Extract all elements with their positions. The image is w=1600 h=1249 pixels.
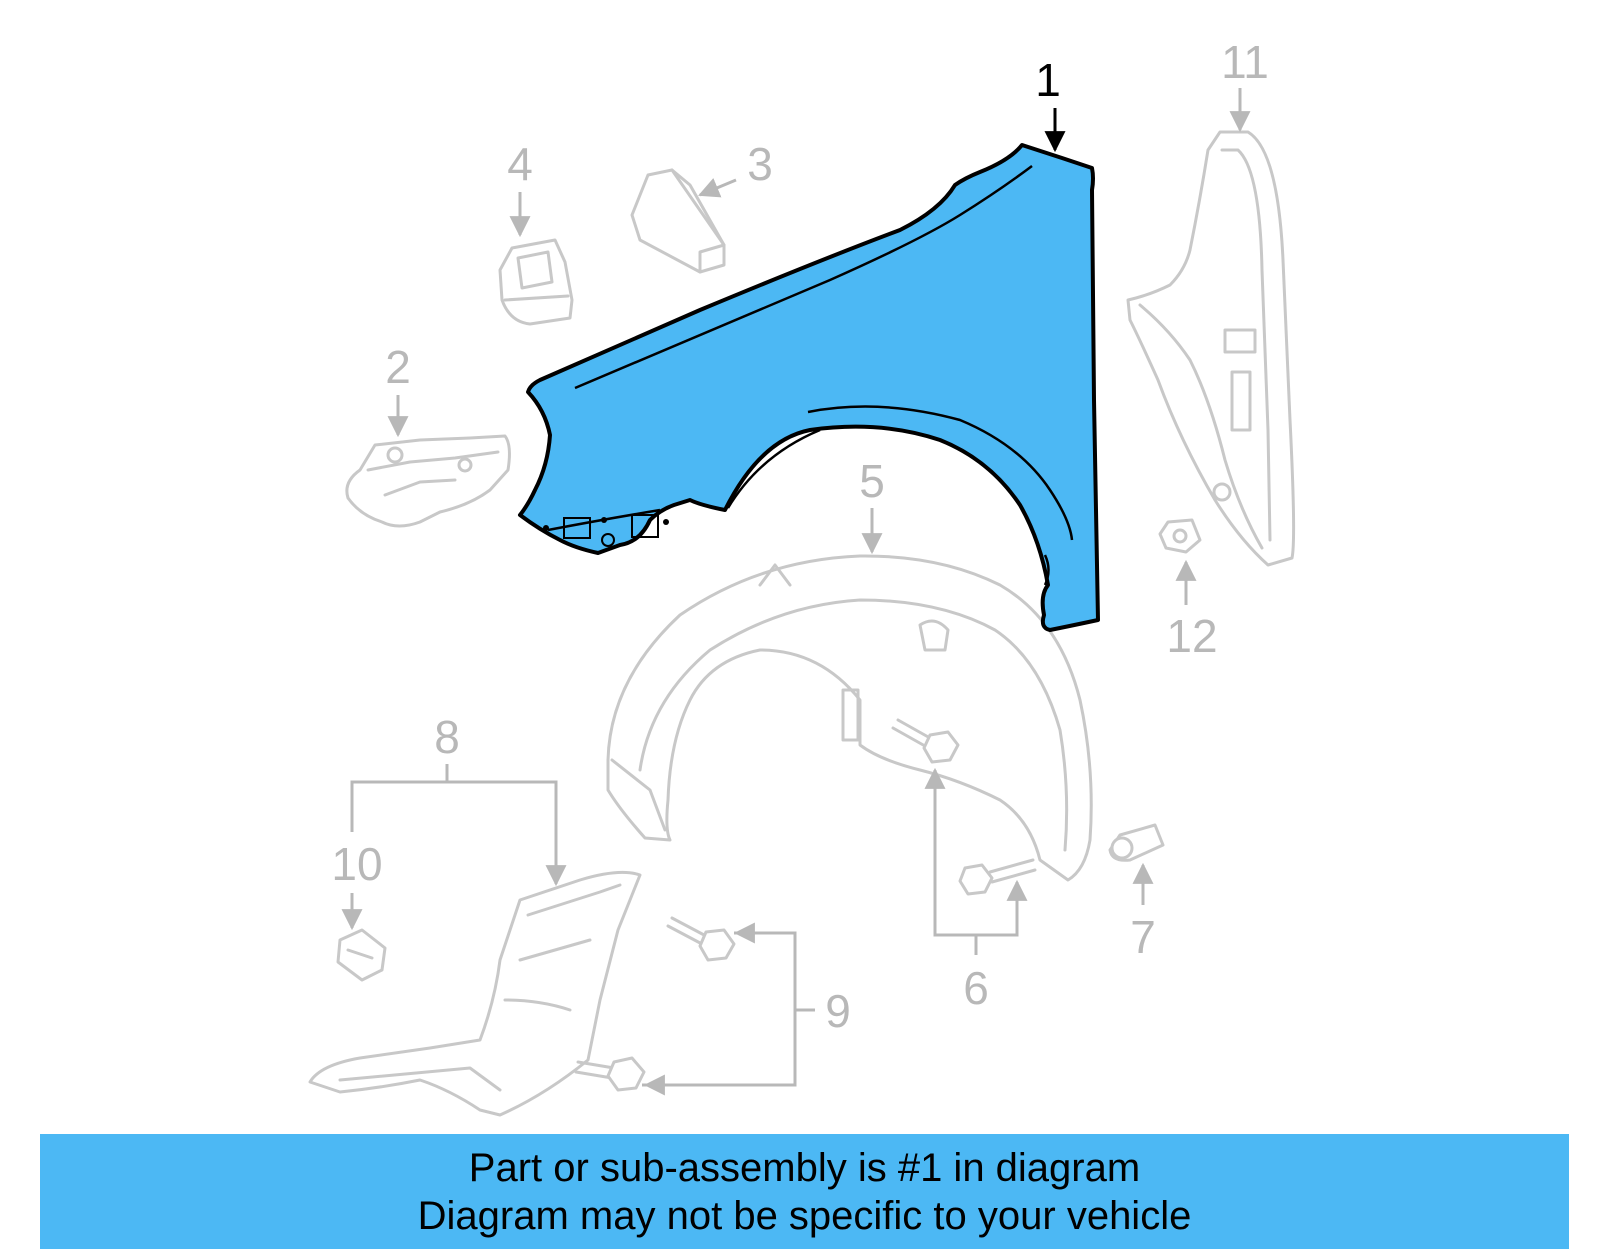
part-9-bolt-upper (666, 916, 736, 962)
callout-8: 8 (434, 711, 460, 763)
banner-line-2: Diagram may not be specific to your vehi… (417, 1194, 1192, 1238)
part-8-shield (308, 870, 642, 1117)
part-4-bracket (498, 238, 574, 326)
callout-9: 9 (825, 985, 851, 1037)
part-10-clip (336, 928, 387, 982)
part-12-clip (1158, 518, 1202, 554)
leader-3 (698, 178, 737, 198)
callout-3: 3 (747, 138, 773, 190)
callout-4: 4 (507, 138, 533, 190)
part-11-panel (1126, 130, 1296, 567)
callout-5: 5 (859, 455, 885, 507)
callout-6: 6 (963, 962, 989, 1014)
callout-11: 11 (1221, 36, 1269, 88)
info-banner: Part or sub-assembly is #1 in diagram Di… (40, 1134, 1569, 1249)
banner-line-1: Part or sub-assembly is #1 in diagram (468, 1146, 1141, 1190)
part-7-clip (1108, 823, 1165, 862)
part-2-bracket (345, 434, 511, 528)
part-9-bolt-lower (574, 1056, 646, 1092)
leader-8-bracket (350, 780, 558, 882)
callout-12: 12 (1166, 610, 1217, 662)
callout-7: 7 (1130, 911, 1156, 963)
part-6-bolt-lower (958, 858, 1037, 896)
callout-1: 1 (1035, 54, 1061, 106)
part-6-bolt-upper (891, 718, 960, 764)
callout-2: 2 (385, 341, 411, 393)
callout-10: 10 (331, 838, 382, 890)
part-5-liner (606, 554, 1093, 882)
part-1-fender (518, 143, 1100, 632)
part-3-block (630, 168, 726, 274)
